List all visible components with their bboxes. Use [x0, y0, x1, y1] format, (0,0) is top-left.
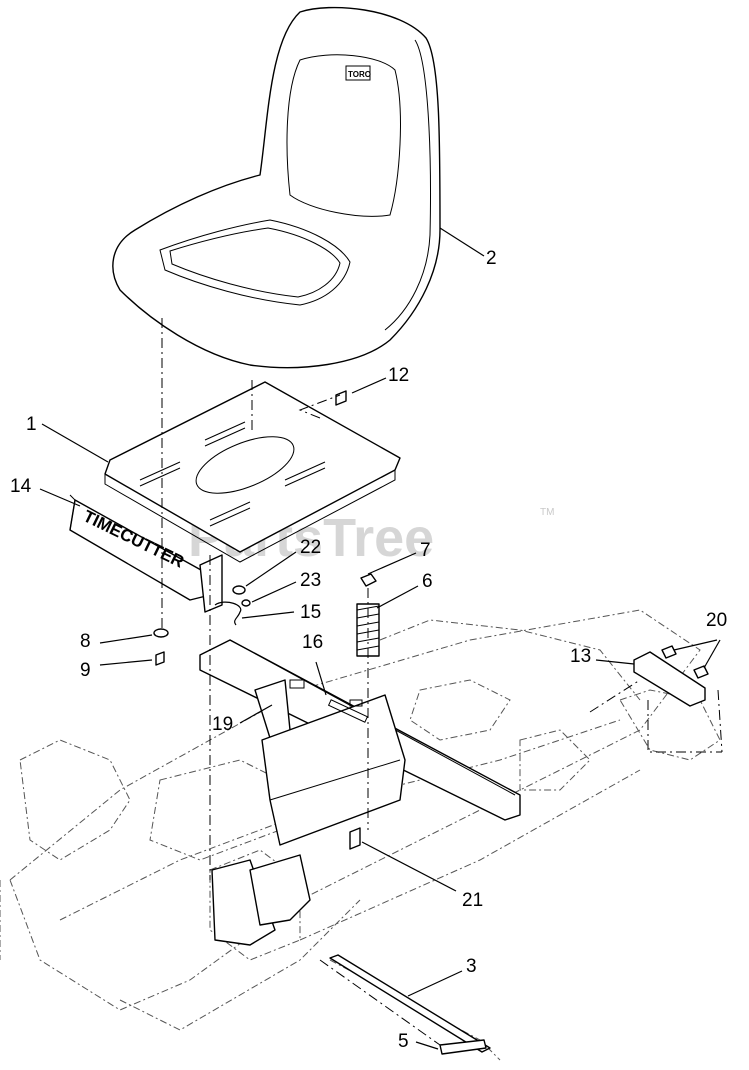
- watermark-trademark: TM: [540, 507, 554, 518]
- clip-5: [439, 1039, 487, 1055]
- callout-19: 19: [212, 714, 233, 735]
- leader-lines: [39, 227, 721, 1050]
- callout-22: 22: [300, 537, 321, 558]
- seat-pan-cutout: [195, 436, 295, 494]
- callout-21: 21: [462, 890, 483, 911]
- alignment-lines: [161, 318, 723, 1046]
- nut-7: [360, 573, 377, 587]
- seat-support-frame: [199, 639, 521, 946]
- callout-7: 7: [420, 540, 431, 561]
- seat: TORO: [112, 6, 441, 369]
- rod-3: [329, 954, 491, 1053]
- callout-14: 14: [10, 476, 32, 497]
- callout-13: 13: [570, 646, 591, 667]
- callout-3: 3: [466, 956, 477, 977]
- bolt-20b: [693, 665, 709, 679]
- seat-logo-text: TORO: [348, 70, 371, 79]
- bolt-21: [349, 827, 361, 850]
- callout-2: 2: [486, 248, 497, 269]
- callout-20: 20: [706, 610, 727, 631]
- bolt-12: [335, 390, 347, 406]
- pin-23: [241, 599, 251, 607]
- seat-pan: TIMECUTTER: [69, 381, 401, 613]
- hook-15: [214, 601, 242, 626]
- callout-1: 1: [26, 414, 37, 435]
- washer-22: [232, 585, 246, 595]
- callout-9: 9: [80, 660, 91, 681]
- callout-8: 8: [80, 631, 91, 652]
- callout-5: 5: [398, 1031, 409, 1052]
- callout-12: 12: [388, 365, 409, 386]
- callout-15: 15: [300, 602, 321, 623]
- bracket-13: [633, 651, 706, 707]
- callout-23: 23: [300, 570, 321, 591]
- callout-6: 6: [422, 571, 433, 592]
- callouts: 2 12 1 14 22 23 7 6 15 8 9 16 13 20 19 2…: [10, 248, 727, 1052]
- washer-8: [153, 628, 169, 638]
- bolt-20a: [661, 645, 677, 659]
- seat-logo-badge: [345, 65, 371, 81]
- hardware: [153, 390, 709, 1055]
- bolt-9: [155, 651, 165, 666]
- callout-16: 16: [302, 632, 323, 653]
